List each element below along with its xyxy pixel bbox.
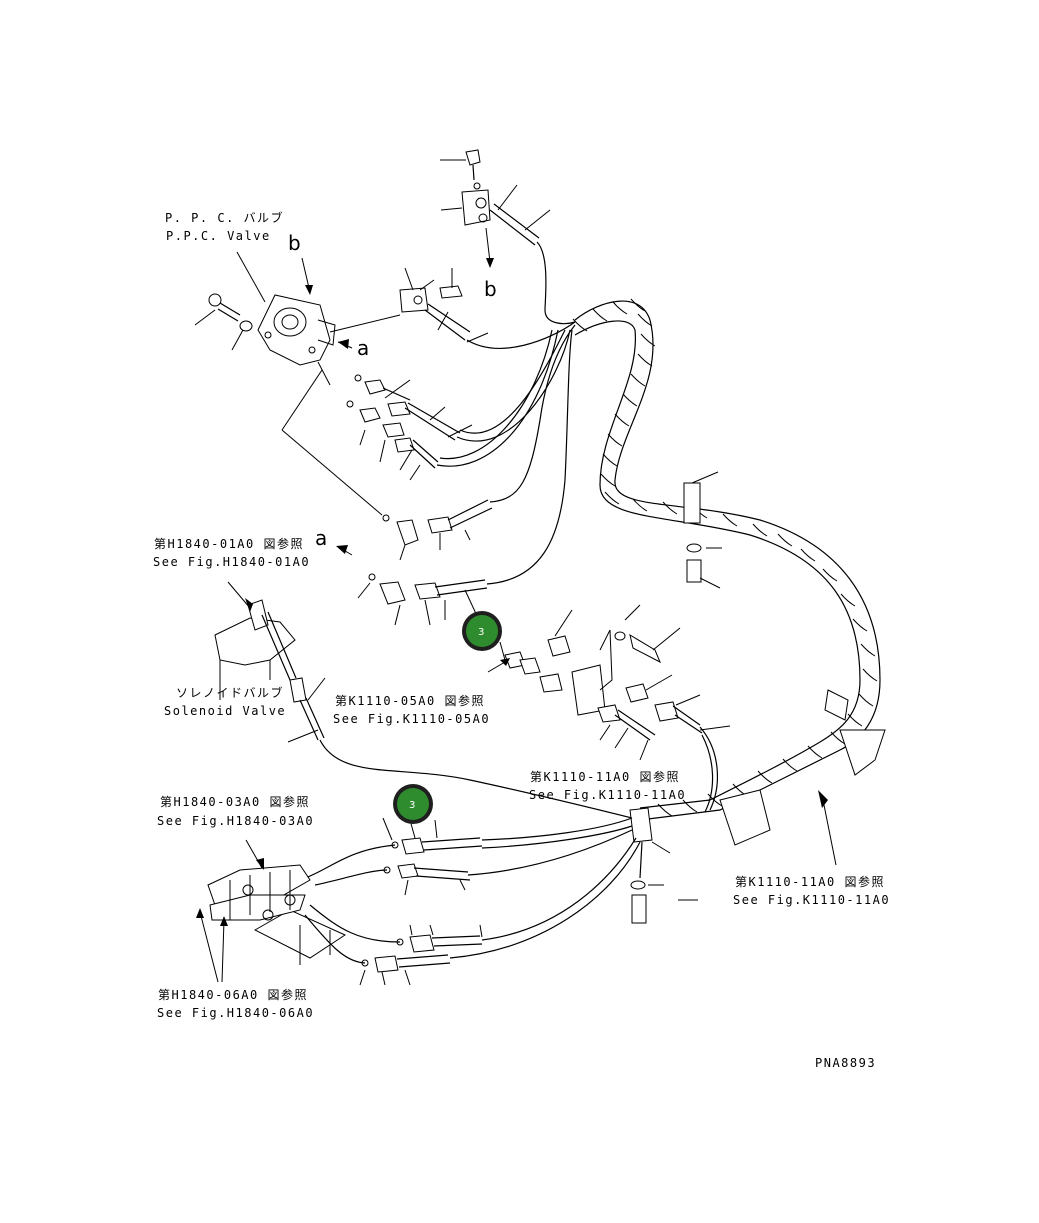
solenoid-valve — [214, 581, 641, 821]
labels: P. P. C. バルブ P.P.C. Valve b b a a 第H1840… — [153, 210, 890, 1070]
callout-a-upper: a — [357, 336, 369, 360]
ref-k1110-11-right-jp: 第K1110-11A0 図参照 — [735, 874, 885, 889]
ref-h1840-01-en: See Fig.H1840-01A0 — [153, 555, 310, 569]
marker-number: 3 — [478, 627, 484, 638]
callout-b-right: b — [484, 277, 497, 301]
item-marker-3-lower[interactable]: 3 — [393, 784, 433, 824]
hose-to-a — [336, 324, 576, 626]
item-marker-3-upper[interactable]: 3 — [462, 611, 502, 651]
ref-k1110-11-right-en: See Fig.K1110-11A0 — [733, 893, 890, 907]
bottom-junction-clamp — [629, 807, 698, 924]
ref-h1840-03-en: See Fig.H1840-03A0 — [157, 814, 314, 828]
ref-h1840-06-jp: 第H1840-06A0 図参照 — [158, 987, 308, 1002]
ref-k1110-05-jp: 第K1110-05A0 図参照 — [335, 693, 485, 708]
callout-a-lower: a — [315, 526, 327, 550]
ref-k1110-05-en: See Fig.K1110-05A0 — [333, 712, 490, 726]
ref-h1840-06-en: See Fig.H1840-06A0 — [157, 1006, 314, 1020]
control-valve-assembly — [196, 839, 347, 983]
bundle-clamp-upper — [683, 471, 722, 589]
bundle-clamp-lower — [719, 689, 886, 866]
ref-h1840-03-jp: 第H1840-03A0 図参照 — [160, 794, 310, 809]
ppc-valve-label-jp: P. P. C. バルブ — [165, 210, 284, 225]
mid-bracket-fitting — [399, 267, 576, 349]
callout-b-left: b — [288, 231, 301, 255]
drawing-number: PNA8893 — [815, 1056, 876, 1070]
lower-hoses — [299, 817, 641, 986]
solenoid-label-jp: ソレノイドバルブ — [176, 685, 284, 700]
top-bracket-fitting — [440, 149, 576, 325]
middle-fittings — [487, 604, 731, 813]
marker-fill — [466, 615, 498, 647]
ppc-valve-label-en: P.P.C. Valve — [166, 229, 271, 243]
ppc-valve — [257, 294, 336, 366]
marker-number: 3 — [409, 800, 415, 811]
ppc-leader — [236, 251, 266, 303]
solenoid-label-en: Solenoid Valve — [164, 704, 286, 718]
marker-fill — [397, 788, 429, 820]
spiral-guard-bundle — [572, 298, 881, 821]
ref-k1110-11-mid-en: See Fig.K1110-11A0 — [529, 788, 686, 802]
ppc-hoses — [346, 329, 571, 481]
ref-k1110-11-mid-jp: 第K1110-11A0 図参照 — [530, 769, 680, 784]
ref-h1840-01-jp: 第H1840-01A0 図参照 — [154, 536, 304, 551]
ppc-bolt — [194, 293, 253, 351]
